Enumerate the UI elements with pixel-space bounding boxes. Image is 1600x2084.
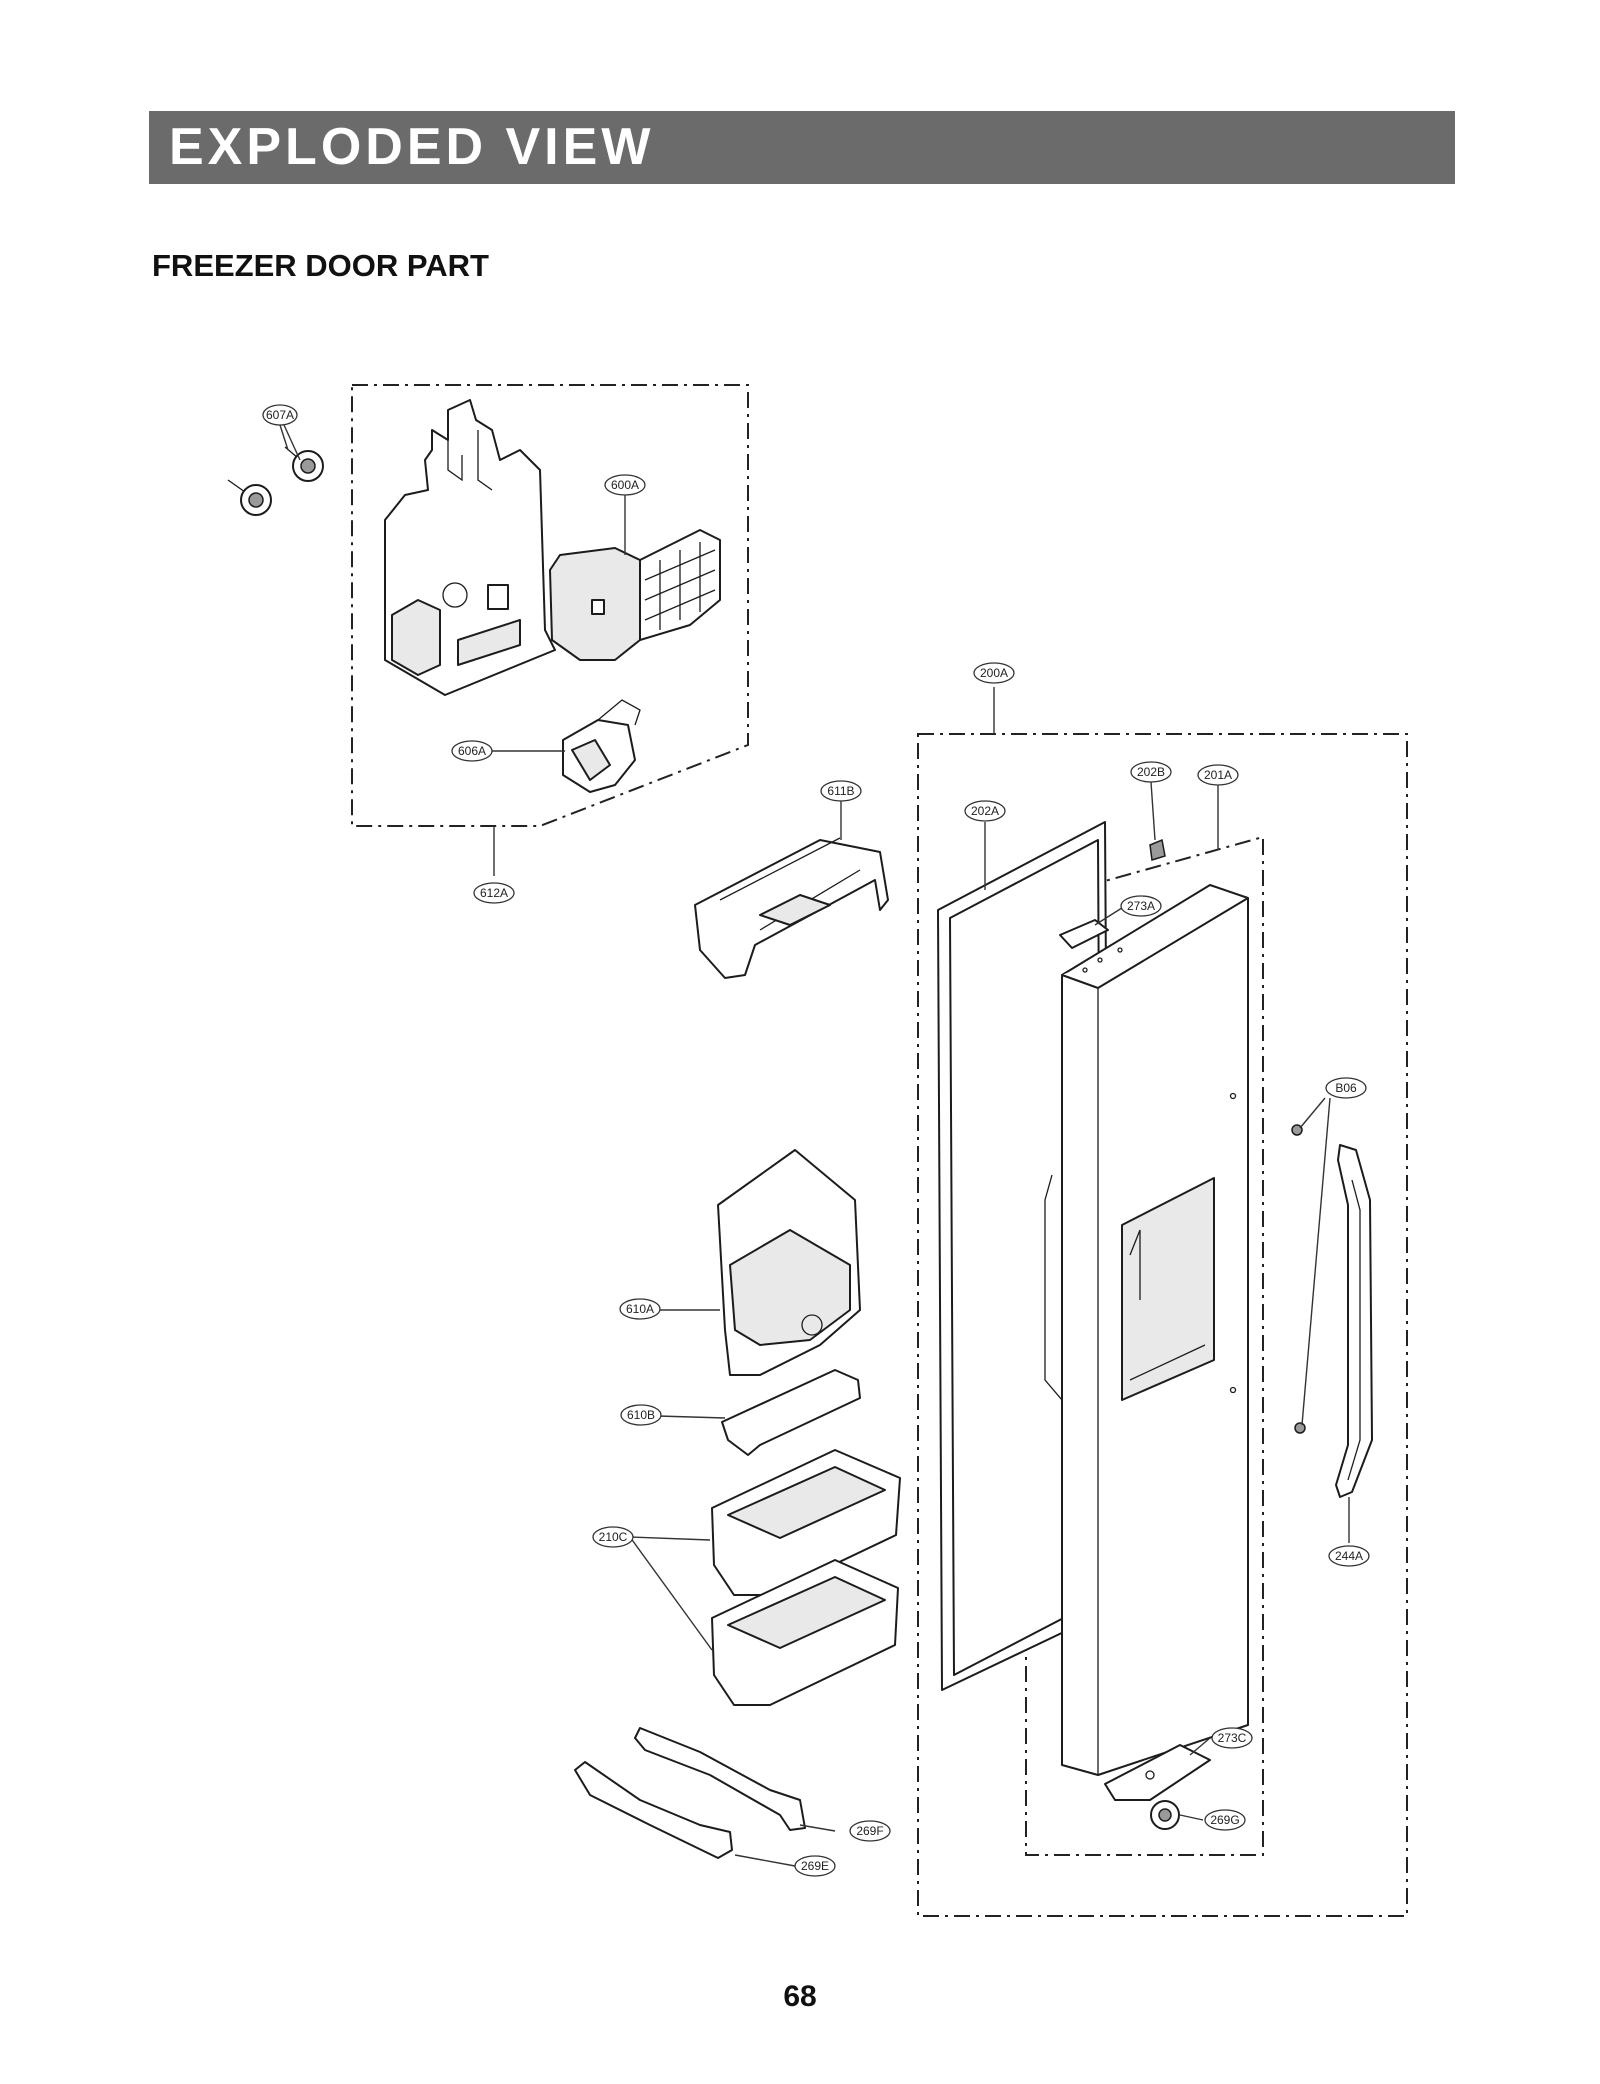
screw-part xyxy=(1291,1124,1306,1434)
part-tag-607A: 607A xyxy=(262,404,298,426)
svg-text:269E: 269E xyxy=(801,1859,829,1873)
ice-maker-part xyxy=(549,529,721,661)
svg-text:610A: 610A xyxy=(626,1302,654,1316)
part-tag-600A: 600A xyxy=(604,474,646,496)
header-bar: EXPLODED VIEW xyxy=(149,111,1455,184)
part-tag-606A: 606A xyxy=(451,740,493,762)
svg-text:611B: 611B xyxy=(827,784,854,798)
part-tag-269G: 269G xyxy=(1204,1809,1246,1831)
svg-text:269F: 269F xyxy=(856,1824,883,1838)
part-tag-244A: 244A xyxy=(1328,1545,1370,1567)
svg-text:202A: 202A xyxy=(971,804,999,818)
upper-hinge-part xyxy=(1059,838,1166,949)
ice-maker-bracket-part xyxy=(384,399,556,696)
svg-text:273C: 273C xyxy=(1218,1731,1247,1745)
door-bin-lower-part xyxy=(711,1559,899,1706)
svg-text:610B: 610B xyxy=(627,1408,655,1422)
svg-text:244A: 244A xyxy=(1335,1549,1363,1563)
part-tag-201A: 201A xyxy=(1197,764,1239,786)
svg-text:B06: B06 xyxy=(1335,1081,1357,1095)
door-foam-frame xyxy=(1025,835,1264,1856)
part-tag-610B: 610B xyxy=(620,1404,662,1426)
lower-hinge-part xyxy=(1104,1744,1211,1830)
svg-text:210C: 210C xyxy=(599,1530,628,1544)
knob-part xyxy=(227,446,324,516)
part-tag-610A: 610A xyxy=(619,1298,661,1320)
ice-bin-bracket-part xyxy=(721,1369,861,1456)
sensor-part xyxy=(562,699,641,793)
part-tag-200A: 200A xyxy=(973,662,1015,684)
ice-bin-part xyxy=(717,1149,861,1376)
part-tag-611B: 611B xyxy=(820,780,862,802)
svg-text:612A: 612A xyxy=(480,886,508,900)
svg-text:600A: 600A xyxy=(611,478,639,492)
svg-text:201A: 201A xyxy=(1204,768,1232,782)
part-tag-B06: B06 xyxy=(1325,1077,1367,1099)
svg-text:607A: 607A xyxy=(266,408,294,422)
door-bin-upper-part xyxy=(711,1449,901,1596)
section-title: FREEZER DOOR PART xyxy=(152,248,489,283)
svg-text:202B: 202B xyxy=(1137,765,1165,779)
part-tag-269E: 269E xyxy=(794,1855,836,1877)
door-assembly-frame xyxy=(917,733,1408,1917)
water-tube-part xyxy=(574,1727,806,1859)
part-tag-612A: 612A xyxy=(473,882,515,904)
door-handle-part xyxy=(1335,1144,1373,1498)
svg-text:200A: 200A xyxy=(980,666,1008,680)
part-tag-273A: 273A xyxy=(1120,895,1162,917)
part-tag-202A: 202A xyxy=(964,800,1006,822)
svg-text:269G: 269G xyxy=(1210,1813,1239,1827)
part-tag-210C: 210C xyxy=(592,1526,634,1548)
part-tag-269F: 269F xyxy=(849,1820,891,1842)
ice-maker-assembly-frame xyxy=(351,384,749,827)
part-tag-273C: 273C xyxy=(1211,1727,1253,1749)
part-tag-202B: 202B xyxy=(1130,761,1172,783)
svg-text:273A: 273A xyxy=(1127,899,1155,913)
page-number: 68 xyxy=(783,1980,817,2013)
door-panel-part xyxy=(1044,884,1249,1776)
svg-text:606A: 606A xyxy=(458,744,486,758)
ice-chute-cover-part xyxy=(694,837,889,979)
page-title: EXPLODED VIEW xyxy=(169,118,655,176)
